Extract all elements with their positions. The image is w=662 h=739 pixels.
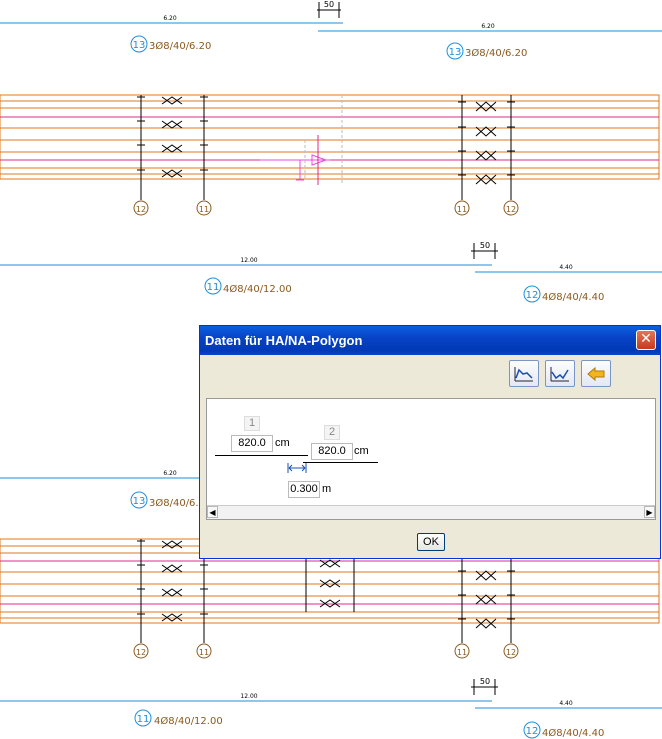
bot-long-rebar-label: 11 4Ø8/40/12.00 <box>134 709 223 727</box>
svg-text:3Ø8/40/6.: 3Ø8/40/6. <box>149 497 199 509</box>
ok-button[interactable]: OK <box>417 533 445 551</box>
bot-offset-dimension: 50 <box>471 677 498 695</box>
lower-left-dim-text: 6.20 <box>163 470 177 477</box>
lower-bubble-right-a: 12 <box>503 643 519 659</box>
dialog-title: Daten für HA/NA-Polygon <box>205 333 363 348</box>
upper-bubble-right-b: 11 <box>454 200 470 216</box>
horizontal-scrollbar[interactable]: ◀ ▶ <box>207 505 655 519</box>
svg-text:50: 50 <box>480 241 490 250</box>
svg-text:50: 50 <box>480 677 490 686</box>
svg-text:50: 50 <box>324 0 334 9</box>
scroll-right-icon[interactable]: ▶ <box>644 506 655 518</box>
polygon-data-dialog: Daten für HA/NA-Polygon ✕ 1 820.0 cm 2 8… <box>199 325 661 559</box>
polygon-chart-button[interactable] <box>509 360 539 387</box>
svg-text:11: 11 <box>137 714 150 725</box>
offset-input[interactable]: 0.300 <box>288 481 320 498</box>
lower-bubble-left-a: 12 <box>133 643 149 659</box>
svg-text:13: 13 <box>133 40 146 51</box>
svg-text:11: 11 <box>457 205 467 214</box>
length-input-1[interactable]: 820.0 <box>231 435 273 452</box>
mid-offset-dimension: 50 <box>471 241 498 259</box>
svg-text:11: 11 <box>457 648 467 657</box>
offset-dimension-icon <box>287 463 307 473</box>
svg-text:11: 11 <box>199 648 209 657</box>
upper-bubble-left-b: 11 <box>196 200 212 216</box>
dialog-title-bar[interactable]: Daten für HA/NA-Polygon <box>200 326 660 355</box>
upper-bubble-left-a: 12 <box>133 200 149 216</box>
svg-text:12: 12 <box>526 290 539 301</box>
svg-text:4Ø8/40/4.40: 4Ø8/40/4.40 <box>542 291 604 303</box>
upper-bubble-right-a: 12 <box>503 200 519 216</box>
svg-text:12: 12 <box>136 648 146 657</box>
svg-text:11: 11 <box>199 205 209 214</box>
svg-text:4Ø8/40/12.00: 4Ø8/40/12.00 <box>154 715 223 727</box>
svg-text:12: 12 <box>506 648 516 657</box>
svg-text:12: 12 <box>526 726 539 737</box>
top-left-dim-text: 6.20 <box>163 15 177 22</box>
polygon-edit-button[interactable] <box>545 360 575 387</box>
back-arrow-icon <box>587 366 605 382</box>
close-icon[interactable]: ✕ <box>636 330 656 350</box>
polygon-values-panel: 1 820.0 cm 2 820.0 cm 0.300 m ◀ ▶ <box>206 398 656 520</box>
offset-unit: m <box>322 483 332 495</box>
top-right-dim-text: 6.20 <box>481 23 495 30</box>
svg-text:12: 12 <box>136 205 146 214</box>
mid-long-rebar-label: 11 4Ø8/40/12.00 <box>204 277 292 295</box>
bot-short-rebar-label: 12 4Ø8/40/4.40 <box>523 721 604 739</box>
scroll-left-icon[interactable]: ◀ <box>207 506 218 518</box>
top-right-rebar-label: 13 3Ø8/40/6.20 <box>446 42 527 60</box>
column-number-1: 1 <box>244 416 260 431</box>
lower-bubble-right-b: 11 <box>454 643 470 659</box>
mid-short-dim-text: 4.40 <box>559 264 573 271</box>
mid-short-rebar-label: 12 4Ø8/40/4.40 <box>523 285 604 303</box>
mid-long-dim-text: 12.00 <box>240 257 257 264</box>
svg-text:13: 13 <box>133 496 146 507</box>
lower-left-rebar-label: 13 3Ø8/40/6. <box>130 491 199 509</box>
svg-text:3Ø8/40/6.20: 3Ø8/40/6.20 <box>149 40 211 52</box>
segment-line-1 <box>215 455 308 456</box>
segment-line-2 <box>303 462 378 463</box>
top-left-rebar-label: 13 3Ø8/40/6.20 <box>130 35 211 53</box>
length-unit-1: cm <box>275 437 290 449</box>
svg-text:13: 13 <box>449 47 462 58</box>
svg-text:12: 12 <box>506 205 516 214</box>
svg-text:4Ø8/40/12.00: 4Ø8/40/12.00 <box>223 283 292 295</box>
svg-text:3Ø8/40/6.20: 3Ø8/40/6.20 <box>465 47 527 59</box>
svg-text:11: 11 <box>207 282 220 293</box>
svg-text:4Ø8/40/4.40: 4Ø8/40/4.40 <box>542 727 604 739</box>
length-input-2[interactable]: 820.0 <box>311 443 353 460</box>
bot-short-dim-text: 4.40 <box>559 700 573 707</box>
upper-beam[interactable] <box>0 94 660 200</box>
polygon-chart-icon <box>514 367 533 382</box>
lower-bubble-left-b: 11 <box>196 643 212 659</box>
polygon-edit-icon <box>550 367 569 382</box>
column-number-2: 2 <box>324 425 340 440</box>
back-button[interactable] <box>581 360 611 387</box>
bot-long-dim-text: 12.00 <box>240 693 257 700</box>
top-offset-dimension: 50 <box>317 0 341 18</box>
length-unit-2: cm <box>354 445 369 457</box>
